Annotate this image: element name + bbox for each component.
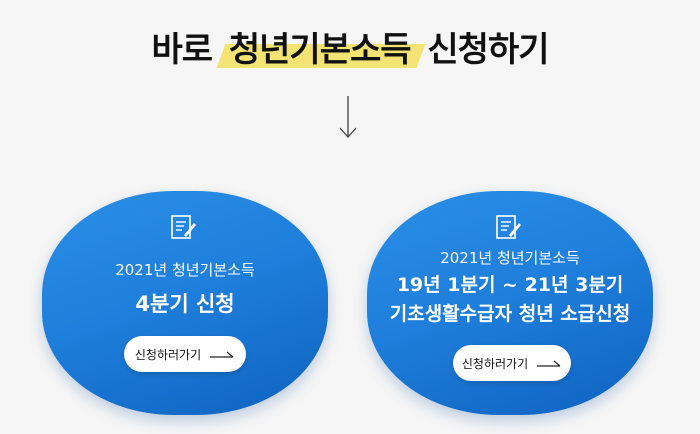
edit-document-icon [171, 215, 196, 239]
card-title: 4분기 신청 [135, 292, 235, 316]
apply-button-label: 신청하러가기 [134, 347, 202, 362]
apply-card-q4[interactable]: 2021년 청년기본소득 4분기 신청 신청하러가기 [42, 191, 328, 415]
arrow-right-icon [210, 351, 234, 358]
apply-button-label: 신청하러가기 [461, 356, 529, 371]
card-title: 기초생활수급자 청년 소급신청 [389, 303, 631, 325]
arrow-right-icon [537, 360, 561, 367]
headline-highlight: 청년기본소득 [229, 22, 412, 71]
arrow-down-icon [339, 96, 357, 138]
apply-button[interactable]: 신청하러가기 [124, 336, 246, 372]
card-period: 19년 1분기 ~ 21년 3분기 [396, 274, 624, 296]
card-year-label: 2021년 청년기본소득 [115, 261, 255, 279]
card-year-label: 2021년 청년기본소득 [440, 249, 580, 267]
headline-prefix: 바로 [151, 30, 213, 70]
apply-button[interactable]: 신청하러가기 [453, 345, 571, 381]
page-headline: 바로 청년기본소득 신청하기 [0, 22, 700, 71]
headline-suffix: 신청하기 [427, 30, 549, 70]
apply-card-retroactive[interactable]: 2021년 청년기본소득 19년 1분기 ~ 21년 3분기 기초생활수급자 청… [367, 191, 653, 415]
edit-document-icon [496, 215, 521, 239]
